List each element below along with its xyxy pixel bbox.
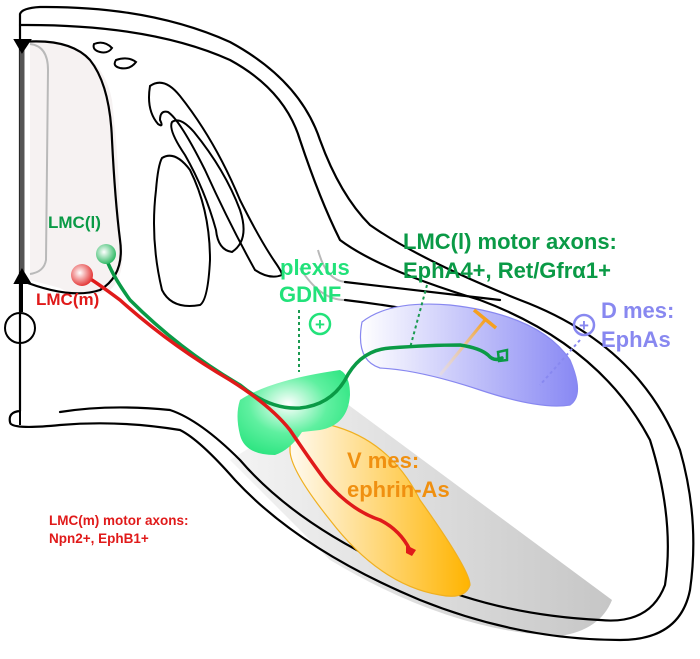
dorsal-root-ganglion-2	[113, 57, 138, 70]
v-mes-markers: ephrin-As	[347, 477, 450, 502]
gdnf-label: GDNF	[279, 282, 341, 307]
lmc-l-growth-cone	[496, 348, 509, 363]
lmc-l-axons-label: LMC(l) motor axons:	[403, 229, 617, 254]
lmc-m-growth-cone	[406, 545, 416, 556]
lmc-l-axon	[104, 256, 504, 410]
spinal-cord-outline	[18, 40, 122, 295]
floor-plate-marker	[13, 267, 32, 284]
lmc-l-label: LMC(l)	[48, 213, 101, 232]
lmc-m-cell-body	[71, 264, 93, 286]
roof-plate-marker	[13, 39, 32, 54]
plexus-label: plexus	[280, 255, 350, 280]
somite-fold-outer	[148, 81, 284, 278]
spinal-grey-matter	[30, 41, 123, 295]
lmc-l-cell-body	[96, 244, 116, 264]
plexus-region	[237, 370, 350, 455]
dorsal-root-ganglion-1	[92, 41, 114, 54]
outer-outline	[8, 5, 695, 642]
lmc-m-label: LMC(m)	[36, 290, 99, 309]
somite-fold-inner	[153, 154, 212, 307]
dorsal-mesenchyme-region	[359, 303, 579, 407]
repulsion-line	[438, 319, 487, 376]
d-mes-attraction-symbol: +	[572, 313, 596, 337]
d-mes-pointer	[539, 339, 581, 386]
somite-fold-middle	[170, 119, 245, 254]
v-mes-label: V mes:	[347, 448, 419, 473]
lmc-m-axons-markers: Npn2+, EphB1+	[49, 531, 149, 546]
lmc-m-axons-label: LMC(m) motor axons:	[49, 513, 189, 528]
inner-limb-outline	[18, 23, 669, 622]
dorsal-nerve-upper	[343, 280, 502, 302]
lmc-l-axon-pointer	[409, 284, 428, 349]
dorsal-nerve-gap	[299, 249, 346, 301]
lmc-m-axon	[82, 273, 412, 552]
svg-text:+: +	[315, 315, 325, 334]
d-mes-markers: EphAs	[601, 327, 671, 352]
plexus-attraction-symbol: +	[308, 312, 332, 336]
central-canal-wall	[29, 43, 50, 275]
ventral-mesenchyme-region	[289, 422, 471, 597]
svg-text:+: +	[579, 316, 589, 335]
repulsion-t-bar	[472, 308, 498, 330]
d-mes-label: D mes:	[601, 298, 674, 323]
lmc-l-axons-markers: EphA4+, Ret/Gfrα1+	[403, 258, 611, 283]
